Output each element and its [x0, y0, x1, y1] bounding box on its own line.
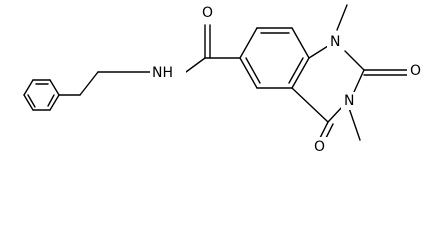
ring-carbonyls: [318, 69, 409, 143]
benzo-ring: [239, 27, 310, 89]
carbonyl-oxygen-4-label: O: [314, 139, 325, 155]
ethyl-linker: [58, 71, 151, 96]
pyrimidinedione-ring: [291, 45, 365, 123]
methyl-groups: [336, 4, 361, 141]
carbonyl-oxygen-2-label: O: [410, 63, 421, 79]
ring-nitrogen-3-label: N: [344, 93, 354, 109]
molecule-drawing: O NH N N O O: [23, 3, 423, 155]
amide-oxygen-label: O: [202, 5, 213, 21]
ring-nitrogen-1-label: N: [330, 34, 340, 50]
amide-group: [185, 24, 241, 73]
amide-nitrogen-label: NH: [152, 65, 173, 81]
phenyl-ring: [23, 79, 60, 111]
atom-labels: O NH N N O O: [150, 3, 423, 155]
structure-canvas: O NH N N O O: [23, 3, 423, 155]
